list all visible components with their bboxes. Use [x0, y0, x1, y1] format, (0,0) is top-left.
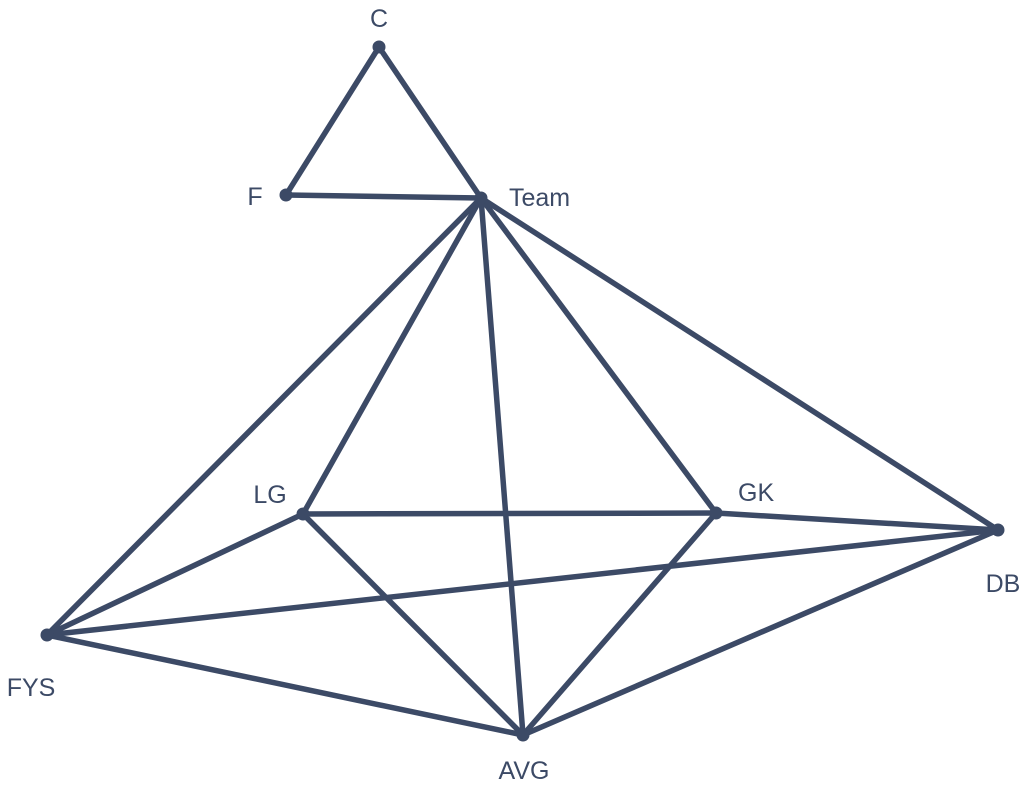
edge-lg-gk	[300, 510, 719, 517]
node-db	[991, 523, 1005, 537]
edge-team-gk	[478, 195, 719, 516]
edge-team-avg	[478, 195, 526, 738]
node-label-team: Team	[509, 184, 570, 212]
edge-gk-avg	[520, 510, 719, 738]
node-avg	[516, 728, 530, 742]
node-f	[279, 188, 293, 202]
node-team	[474, 191, 488, 205]
edge-gk-db	[713, 510, 1001, 533]
edge-c-f	[283, 44, 382, 198]
node-label-gk: GK	[738, 479, 774, 507]
node-gk	[709, 506, 723, 520]
edge-team-lg	[300, 195, 484, 517]
edge-lg-fys	[44, 511, 306, 638]
edge-lg-avg	[300, 511, 526, 738]
edge-avg-db	[520, 527, 1001, 738]
node-label-db: DB	[986, 570, 1021, 598]
node-label-lg: LG	[253, 481, 286, 509]
node-label-avg: AVG	[499, 757, 550, 785]
node-label-c: C	[370, 5, 388, 33]
node-label-fys: FYS	[7, 674, 56, 702]
node-lg	[296, 507, 310, 521]
nodes-layer	[40, 40, 1005, 742]
node-label-f: F	[247, 183, 262, 211]
edge-fys-avg	[44, 632, 526, 738]
edge-team-db	[478, 195, 1001, 533]
edge-team-fys	[44, 195, 484, 638]
edge-f-team	[283, 192, 484, 201]
edges-layer	[44, 44, 1001, 738]
node-fys	[40, 628, 54, 642]
edge-fys-db	[44, 527, 1001, 638]
node-c	[372, 40, 386, 54]
edge-c-team	[376, 44, 484, 201]
